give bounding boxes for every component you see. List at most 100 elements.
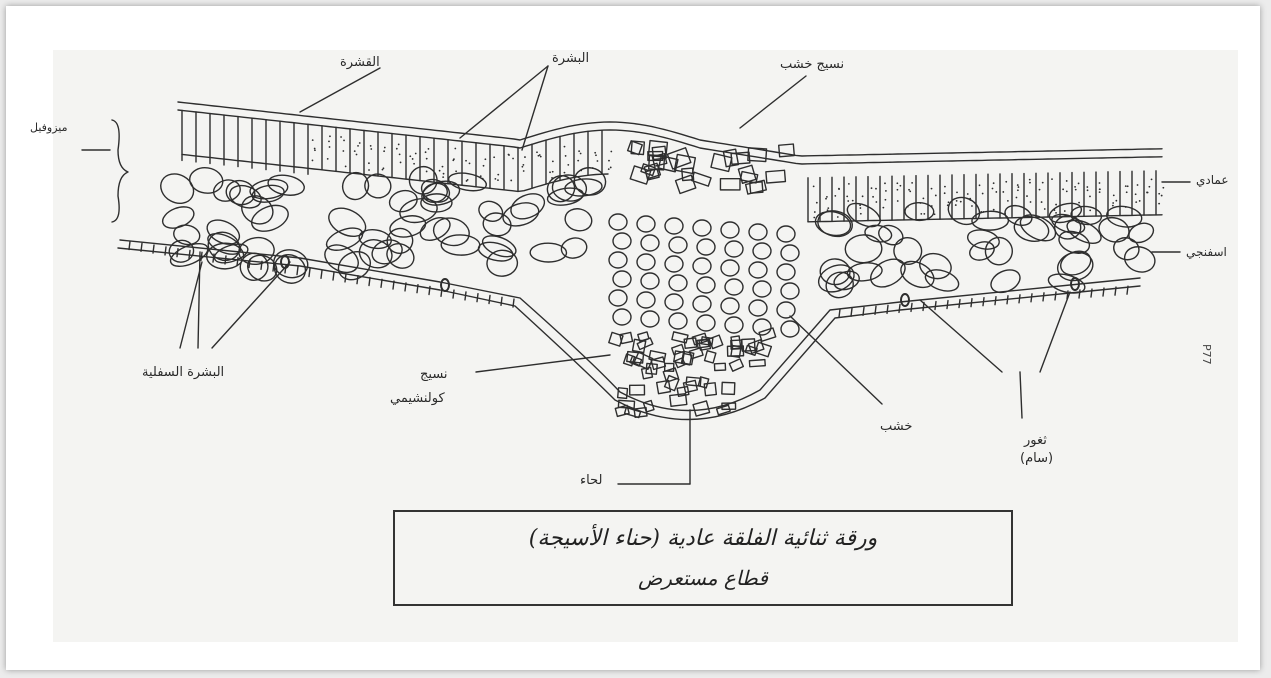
cell-dot bbox=[1112, 205, 1114, 207]
lower-epidermis-cell-wall bbox=[141, 243, 142, 251]
cell-dot bbox=[1074, 186, 1076, 188]
spongy-cell bbox=[844, 199, 884, 232]
spongy-cell bbox=[167, 238, 195, 264]
xylem-vessel bbox=[665, 256, 683, 272]
cell-dot bbox=[538, 155, 540, 157]
spongy-cell bbox=[866, 253, 910, 292]
lower-epidermis-cell-wall bbox=[1091, 289, 1092, 297]
cell-dot bbox=[1115, 200, 1117, 202]
cell-dot bbox=[827, 207, 829, 209]
cell-dot bbox=[452, 159, 454, 161]
cell-dot bbox=[564, 146, 566, 148]
lower-epidermis-cell-wall bbox=[297, 267, 298, 275]
lower-epidermis-cell-wall bbox=[333, 272, 334, 280]
xylem-vessel bbox=[725, 279, 743, 295]
cell-dot bbox=[884, 182, 886, 184]
stoma bbox=[281, 256, 289, 268]
cell-dot bbox=[1042, 182, 1044, 184]
xylem-vessel bbox=[725, 317, 743, 333]
cell-dot bbox=[837, 216, 839, 218]
cell-dot bbox=[956, 200, 958, 202]
cell-dot bbox=[564, 172, 566, 174]
cell-dot bbox=[1017, 189, 1019, 191]
cell-dot bbox=[342, 150, 344, 152]
lower-epidermis-cell-wall bbox=[225, 256, 226, 264]
lower-epidermis-cell-wall bbox=[935, 302, 936, 310]
collenchyma-cell bbox=[705, 351, 716, 363]
cell-dot bbox=[510, 180, 512, 182]
xylem-vessel bbox=[609, 252, 627, 268]
cell-dot bbox=[314, 148, 316, 150]
collenchyma-cell bbox=[698, 377, 708, 388]
cell-dot bbox=[1158, 193, 1160, 195]
xylem-vessel bbox=[637, 216, 655, 232]
xylem-vessel bbox=[665, 218, 683, 234]
xylem-vessel bbox=[637, 254, 655, 270]
arrow-stomata-3 bbox=[1020, 372, 1022, 418]
cell-dot bbox=[1127, 185, 1129, 187]
collenchyma-cell bbox=[704, 383, 716, 396]
cell-dot bbox=[567, 164, 569, 166]
xylem-vessel bbox=[777, 302, 795, 318]
spongy-cell bbox=[563, 206, 594, 233]
lower-epidermis-cell-wall bbox=[213, 254, 214, 262]
spongy-cell bbox=[486, 249, 518, 277]
cell-dot bbox=[872, 196, 874, 198]
xylem-vessel bbox=[697, 315, 715, 331]
spongy-cell bbox=[398, 195, 440, 225]
cell-dot bbox=[312, 160, 314, 162]
label-upper-epidermis: البشرة bbox=[552, 52, 589, 65]
cell-dot bbox=[466, 180, 468, 182]
lower-epidermis-cell-wall bbox=[959, 300, 960, 308]
spongy-cell bbox=[476, 198, 506, 225]
arrow-collenchyma bbox=[476, 355, 610, 372]
cell-dot bbox=[368, 169, 370, 171]
cell-dot bbox=[549, 171, 551, 173]
xylem-vessel bbox=[641, 273, 659, 289]
cell-dot bbox=[1139, 200, 1141, 202]
spongy-cell bbox=[905, 202, 934, 220]
label-phloem: لحاء bbox=[580, 474, 602, 487]
cell-dot bbox=[871, 187, 873, 189]
spongy-cell bbox=[923, 266, 962, 295]
cell-dot bbox=[442, 176, 444, 178]
cell-dot bbox=[882, 207, 884, 209]
xylem-vessel bbox=[721, 260, 739, 276]
cell-dot bbox=[923, 213, 925, 215]
cell-dot bbox=[1029, 182, 1031, 184]
lower-epidermis-cell-wall bbox=[381, 279, 382, 287]
collenchyma-cell bbox=[663, 368, 678, 382]
cell-dot bbox=[1055, 204, 1057, 206]
cell-dot bbox=[1064, 210, 1066, 212]
lower-epidermis-cell-wall bbox=[851, 308, 852, 316]
cell-dot bbox=[329, 135, 331, 137]
cell-dot bbox=[1017, 184, 1019, 186]
lower-epidermis-cell-wall bbox=[1103, 288, 1104, 296]
collenchyma-cell bbox=[709, 335, 723, 348]
lower-epidermis-cell-wall bbox=[153, 245, 154, 253]
spongy-cell bbox=[160, 203, 197, 232]
label-collenchyma-1: نسيج bbox=[420, 368, 448, 381]
lower-epidermis-cell-wall bbox=[1055, 292, 1056, 300]
cell-dot bbox=[1099, 188, 1101, 190]
lower-epidermis-cell-wall bbox=[237, 258, 238, 266]
lower-epidermis-cell-wall bbox=[1127, 286, 1128, 294]
xylem-vessel bbox=[781, 245, 799, 261]
cell-dot bbox=[1161, 195, 1163, 197]
lower-epidermis-cell-wall bbox=[465, 292, 466, 300]
xylem-vessel bbox=[753, 243, 771, 259]
cell-dot bbox=[897, 200, 899, 202]
xylem-vessel bbox=[609, 214, 627, 230]
cell-dot bbox=[897, 189, 899, 191]
xylem-vessel bbox=[693, 296, 711, 312]
cell-dot bbox=[1113, 195, 1115, 197]
cell-dot bbox=[859, 207, 861, 209]
xylem-vessel bbox=[777, 264, 795, 280]
cell-dot bbox=[524, 156, 526, 158]
cell-dot bbox=[595, 154, 597, 156]
cell-dot bbox=[852, 200, 854, 202]
cell-dot bbox=[497, 179, 499, 181]
cell-dot bbox=[425, 151, 427, 153]
cell-dot bbox=[608, 160, 610, 162]
cell-dot bbox=[400, 162, 402, 164]
